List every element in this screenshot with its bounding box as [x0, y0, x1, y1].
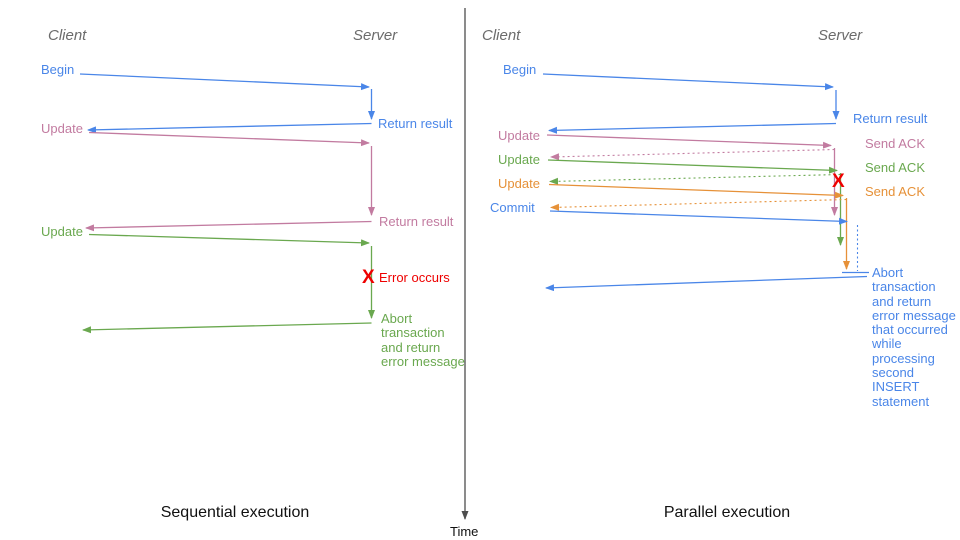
seq-return-result-1-arrow	[87, 122, 372, 134]
seq-begin-label: Begin	[41, 62, 75, 77]
par-send-ack-1-arrow	[550, 148, 835, 161]
par-send-ack-2-label: Send ACK	[865, 160, 925, 175]
seq-caption: Sequential execution	[160, 504, 310, 521]
time-axis-label: Time	[450, 524, 479, 539]
seq-return-result-1-label: Return result	[378, 116, 453, 131]
par-return-result-label: Return result	[853, 111, 928, 126]
seq-return-result-2-arrow	[85, 220, 372, 232]
par-begin-label: Begin	[503, 62, 537, 77]
seq-error-occurs-label: Error occurs	[379, 270, 450, 285]
par-commit-request-arrow	[549, 210, 848, 225]
par-send-ack-3-arrow	[550, 198, 847, 211]
seq-begin-request-arrow	[79, 73, 370, 91]
seq-update-2-label: Update	[41, 224, 83, 239]
seq-abort-response-arrow	[82, 322, 372, 334]
par-update-2-request-arrow	[547, 159, 838, 174]
par-update-1-label: Update	[498, 128, 540, 143]
seq-update-1-request-arrow	[88, 131, 370, 147]
par-caption: Parallel execution	[663, 504, 791, 521]
par-abort-message: Abort transaction and return error messa…	[872, 265, 956, 409]
seq-update-2-request-arrow	[88, 233, 370, 247]
par-abort-response-arrow	[545, 275, 868, 292]
par-server-header: Server	[818, 27, 863, 44]
seq-update-1-label: Update	[41, 121, 83, 136]
seq-server-header: Server	[353, 27, 398, 44]
par-update-3-request-arrow	[548, 183, 844, 199]
par-send-ack-2-arrow	[549, 173, 841, 185]
seq-return-result-2-label: Return result	[379, 214, 454, 229]
par-update-3-label: Update	[498, 176, 540, 191]
seq-abort-message: Abort transaction and return error messa…	[381, 311, 465, 369]
par-return-result-arrow	[548, 122, 837, 134]
par-send-ack-1-label: Send ACK	[865, 136, 925, 151]
seq-error-x-icon: X	[362, 267, 375, 288]
par-update-1-request-arrow	[546, 134, 832, 149]
par-client-header: Client	[482, 27, 521, 44]
par-send-ack-3-label: Send ACK	[865, 184, 925, 199]
par-update-2-label: Update	[498, 152, 540, 167]
par-commit-label: Commit	[490, 200, 535, 215]
seq-client-header: Client	[48, 27, 87, 44]
par-error-x-icon: X	[832, 171, 845, 192]
par-begin-request-arrow	[542, 73, 834, 91]
